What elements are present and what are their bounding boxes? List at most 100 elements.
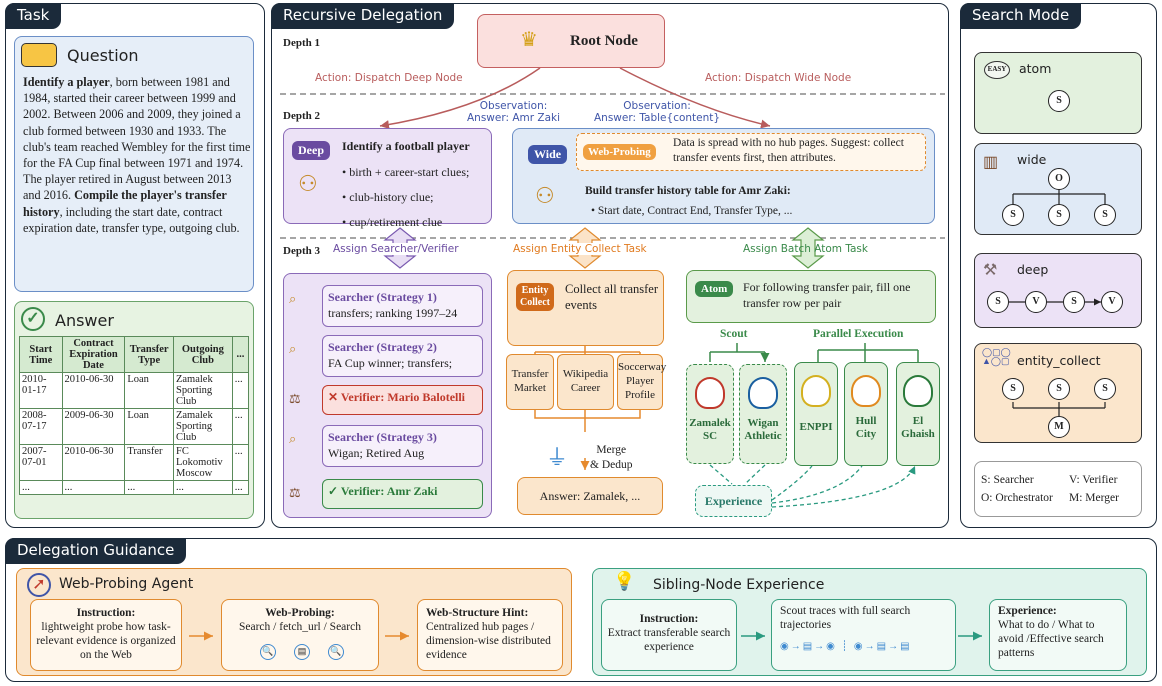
- club-crest-icon: [903, 375, 933, 407]
- node-o: O: [1048, 168, 1070, 190]
- gavel-icon: ⚖: [289, 485, 301, 500]
- webprobing-step-box: Web-Probing: Search / fetch_url / Search…: [221, 599, 379, 671]
- entity-collect-tag: Entity Collect: [516, 283, 554, 311]
- question-segment: Compile the player's transfer history: [23, 188, 227, 219]
- table-header: Contract Expiration Date: [61, 336, 126, 373]
- shapes-icon: ◯▢◯▲◯▢: [982, 347, 1011, 366]
- books-icon: ▥: [983, 154, 999, 171]
- node-m: M: [1048, 416, 1070, 438]
- hint-title: Web-Structure Hint:: [426, 607, 529, 619]
- scout-traces-text: Scout traces with full search trajectori…: [780, 605, 911, 631]
- gavel-icon: ⚖: [289, 391, 301, 406]
- search-mode-title: Search Mode: [960, 3, 1082, 29]
- guidance-title: Delegation Guidance: [5, 538, 187, 564]
- club-crest-icon: [801, 375, 831, 407]
- mode-entity-collect: ◯▢◯▲◯▢ entity_collect S S S M: [974, 343, 1142, 443]
- deep-item: • cup/retirement clue: [342, 215, 443, 229]
- club-node: Hull City: [844, 362, 888, 466]
- table-header: Transfer Type: [124, 336, 174, 373]
- www-search-icon: ⌕: [289, 431, 297, 446]
- question-box: Question Identify a player, born between…: [14, 36, 254, 292]
- club-node: El Ghaish: [896, 362, 940, 466]
- document-icon: ▤: [294, 644, 310, 660]
- table-cell: Zamalek Sporting Club: [172, 372, 233, 409]
- legend-m: M: Merger: [1069, 492, 1119, 504]
- club-name: Hull City: [855, 415, 877, 440]
- hint-text: Centralized hub pages / dimension-wise d…: [426, 621, 551, 661]
- legend-s: S: Searcher: [981, 474, 1034, 486]
- root-node-label: Root Node: [570, 33, 638, 49]
- table-cell: 2008-07-17: [19, 408, 63, 445]
- depth1-label: Depth 1: [283, 37, 320, 49]
- question-icon: [21, 43, 57, 67]
- mode-wide-label: wide: [1017, 152, 1047, 167]
- deep-node: Deep Identify a football player ⚇ • birt…: [283, 128, 492, 229]
- people-icon: ⚇: [298, 171, 318, 196]
- instruction-text: lightweight probe how task-relevant evid…: [36, 621, 176, 661]
- parallel-label: Parallel Execution: [813, 328, 904, 340]
- legend-o: O: Orchestrator: [981, 492, 1053, 504]
- table-cell: 2010-01-17: [19, 372, 63, 409]
- action-deep-label: Action: Dispatch Deep Node: [315, 72, 463, 84]
- node-s: S: [1048, 204, 1070, 226]
- mode-deep: ⚒ deep S V S V: [974, 253, 1142, 328]
- instruction-box: Instruction: lightweight probe how task-…: [30, 599, 182, 671]
- chain-step: Searcher (Strategy 3)Wigan; Retired Aug: [322, 425, 483, 467]
- sib-instruction-title: Instruction:: [639, 613, 699, 625]
- chain-step: ✓ Verifier: Amr Zaki: [322, 479, 483, 509]
- chain-step: Searcher (Strategy 1)transfers; ranking …: [322, 285, 483, 327]
- ec-source: Wikipedia Career: [557, 354, 614, 410]
- arrow-root-deep: [379, 59, 550, 130]
- question-title: Question: [67, 46, 139, 65]
- easy-icon: EASY: [984, 61, 1010, 79]
- depth3-label: Depth 3: [283, 245, 320, 257]
- deep-chain: [1009, 254, 1143, 329]
- answer-title: Answer: [55, 311, 114, 330]
- club-crest-icon: [748, 377, 778, 409]
- arrow-root-wide: [609, 59, 771, 129]
- wide-tag: Wide: [528, 145, 568, 164]
- experience-result-title: Experience:: [998, 605, 1057, 617]
- webprobing-step-title: Web-Probing:: [265, 607, 335, 619]
- question-segment: Identify a player: [23, 75, 110, 89]
- assign-searcher-label: Assign Searcher/Verifier: [333, 243, 459, 255]
- table-cell: ...: [231, 480, 250, 495]
- table-header: Outgoing Club: [172, 336, 233, 373]
- table-cell: ...: [172, 480, 233, 495]
- ec-answer: Answer: Zamalek, ...: [517, 477, 663, 515]
- wide-items: • Start date, Contract End, Transfer Typ…: [591, 205, 793, 217]
- chain-step: ✕ Verifier: Mario Balotelli: [322, 385, 483, 415]
- sib-instruction-box: Instruction: Extract transferable search…: [601, 599, 737, 671]
- mode-atom-label: atom: [1019, 61, 1052, 76]
- table-cell: 2007-07-01: [19, 444, 63, 481]
- chain-step-title: Searcher (Strategy 1): [328, 290, 437, 304]
- crown-person-icon: ♛: [520, 29, 538, 51]
- action-wide-label: Action: Dispatch Wide Node: [705, 72, 852, 84]
- node-s: S: [1094, 378, 1116, 400]
- obs-wide-label: Observation: Answer: Table{content}: [594, 100, 721, 124]
- obs-deep-label: Observation: Answer: Amr Zaki: [467, 100, 561, 124]
- check-icon: ✓: [21, 307, 45, 331]
- table-cell: ...: [61, 480, 126, 495]
- compass-icon: ➚: [27, 573, 51, 597]
- ec-source: Soccerway Player Profile: [617, 354, 666, 410]
- node-v: V: [1025, 291, 1047, 313]
- experience-box: Experience: [695, 485, 772, 517]
- table-cell: Transfer: [124, 444, 174, 481]
- double-arrow-atom: [791, 227, 825, 269]
- chain-step: Searcher (Strategy 2)FA Cup winner; tran…: [322, 335, 483, 377]
- mode-atom: EASY atom S: [974, 52, 1142, 134]
- club-name: Zamalek SC: [689, 417, 731, 442]
- deep-tag: Deep: [292, 141, 330, 160]
- funnel-icon: ⏚: [546, 445, 569, 470]
- wide-title: Build transfer history table for Amr Zak…: [585, 185, 791, 197]
- experience-result-text: What to do / What to avoid /Effective se…: [998, 619, 1104, 659]
- chain-step-sub: FA Cup winner; transfers;: [328, 356, 453, 370]
- node-s: S: [987, 291, 1009, 313]
- node-s: S: [1048, 378, 1070, 400]
- deep-title: Identify a football player: [342, 139, 470, 153]
- chain-step-title: ✕ Verifier: Mario Balotelli: [328, 390, 466, 404]
- webprobing-tag: Web-Probing: [583, 144, 656, 160]
- table-header: ...: [231, 336, 250, 373]
